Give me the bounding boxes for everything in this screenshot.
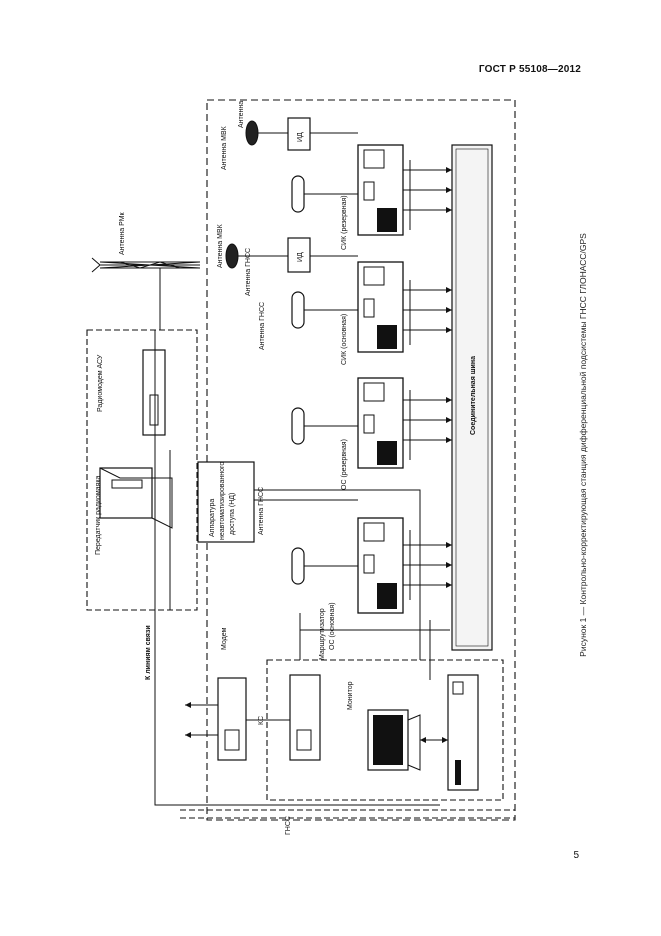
label-remote-access-1: Аппаратура	[209, 499, 216, 537]
connecting-bus	[451, 144, 493, 651]
beacon-transmitter	[99, 467, 173, 529]
modem-ks-device	[217, 677, 247, 761]
label-antenna-gnss-sik: Антенна ГНСС	[259, 302, 266, 350]
label-os-reserve: ОС (резервная)	[341, 439, 348, 490]
label-antenna-gnss-mid: Антенна ГНСС	[245, 248, 252, 296]
id-box-mid	[287, 237, 311, 273]
mvk-antenna-mid	[225, 243, 239, 269]
rmk-antenna-mast	[91, 257, 201, 330]
label-id-mid: ИД	[297, 252, 304, 262]
label-remote-access-2: неавтоматизированного	[219, 462, 226, 540]
label-sik-main: СИК (основная)	[341, 314, 348, 365]
label-antenna-gnss-low: Антенна ГНСС	[258, 487, 265, 535]
router-box	[289, 674, 321, 761]
label-router: Маршрутизатор	[319, 608, 326, 660]
label-transmitter: Передатчик радиомаяка	[95, 475, 102, 555]
label-remote-access-3: доступа (НД)	[229, 493, 236, 535]
control-room-boundary	[266, 659, 504, 801]
label-radio-asu: Радиомодем АСУ	[97, 354, 104, 412]
page-number: 5	[573, 850, 579, 861]
station-boundary	[206, 99, 516, 821]
label-antenna-mvk-mid: Антенна МВК	[217, 223, 224, 268]
workstation	[447, 674, 479, 791]
label-id-top: ИД	[297, 132, 304, 142]
label-gnss-bottom: ГНСС	[285, 816, 292, 835]
remote-access-equipment	[197, 461, 255, 543]
receiver-unit-os-main	[357, 517, 404, 614]
label-ks: КС	[258, 716, 265, 725]
label-antenna-rmk: Антенна РМк	[119, 211, 126, 255]
label-to-comm-lines: К линиям связи	[145, 625, 152, 680]
id-box-top	[287, 117, 311, 151]
label-connecting-bus: Соединительная шина	[470, 356, 477, 435]
label-antenna-mvk-top: Антенна МВК	[221, 125, 228, 170]
label-antenna-top: Антенна	[238, 101, 245, 128]
radio-modem-asu	[142, 349, 166, 436]
label-monitor: Монитор	[347, 681, 354, 710]
document-header: ГОСТ Р 55108—2012	[478, 64, 581, 75]
gnss-antenna-1	[291, 175, 305, 585]
label-modem: Модем	[221, 627, 228, 650]
receiver-unit-sik-reserve	[357, 144, 404, 236]
receiver-unit-os-reserve	[357, 377, 404, 469]
receiver-unit-sik-main	[357, 261, 404, 353]
label-sik-reserve: СИК (резервная)	[341, 195, 348, 250]
transmitter-room-boundary	[86, 329, 198, 611]
figure-caption: Рисунок 1 — Контрольно-корректирующая ст…	[578, 233, 588, 657]
mvk-antenna-top	[245, 120, 259, 146]
label-os-main: ОС (основная)	[329, 602, 336, 650]
monitor	[367, 709, 421, 771]
